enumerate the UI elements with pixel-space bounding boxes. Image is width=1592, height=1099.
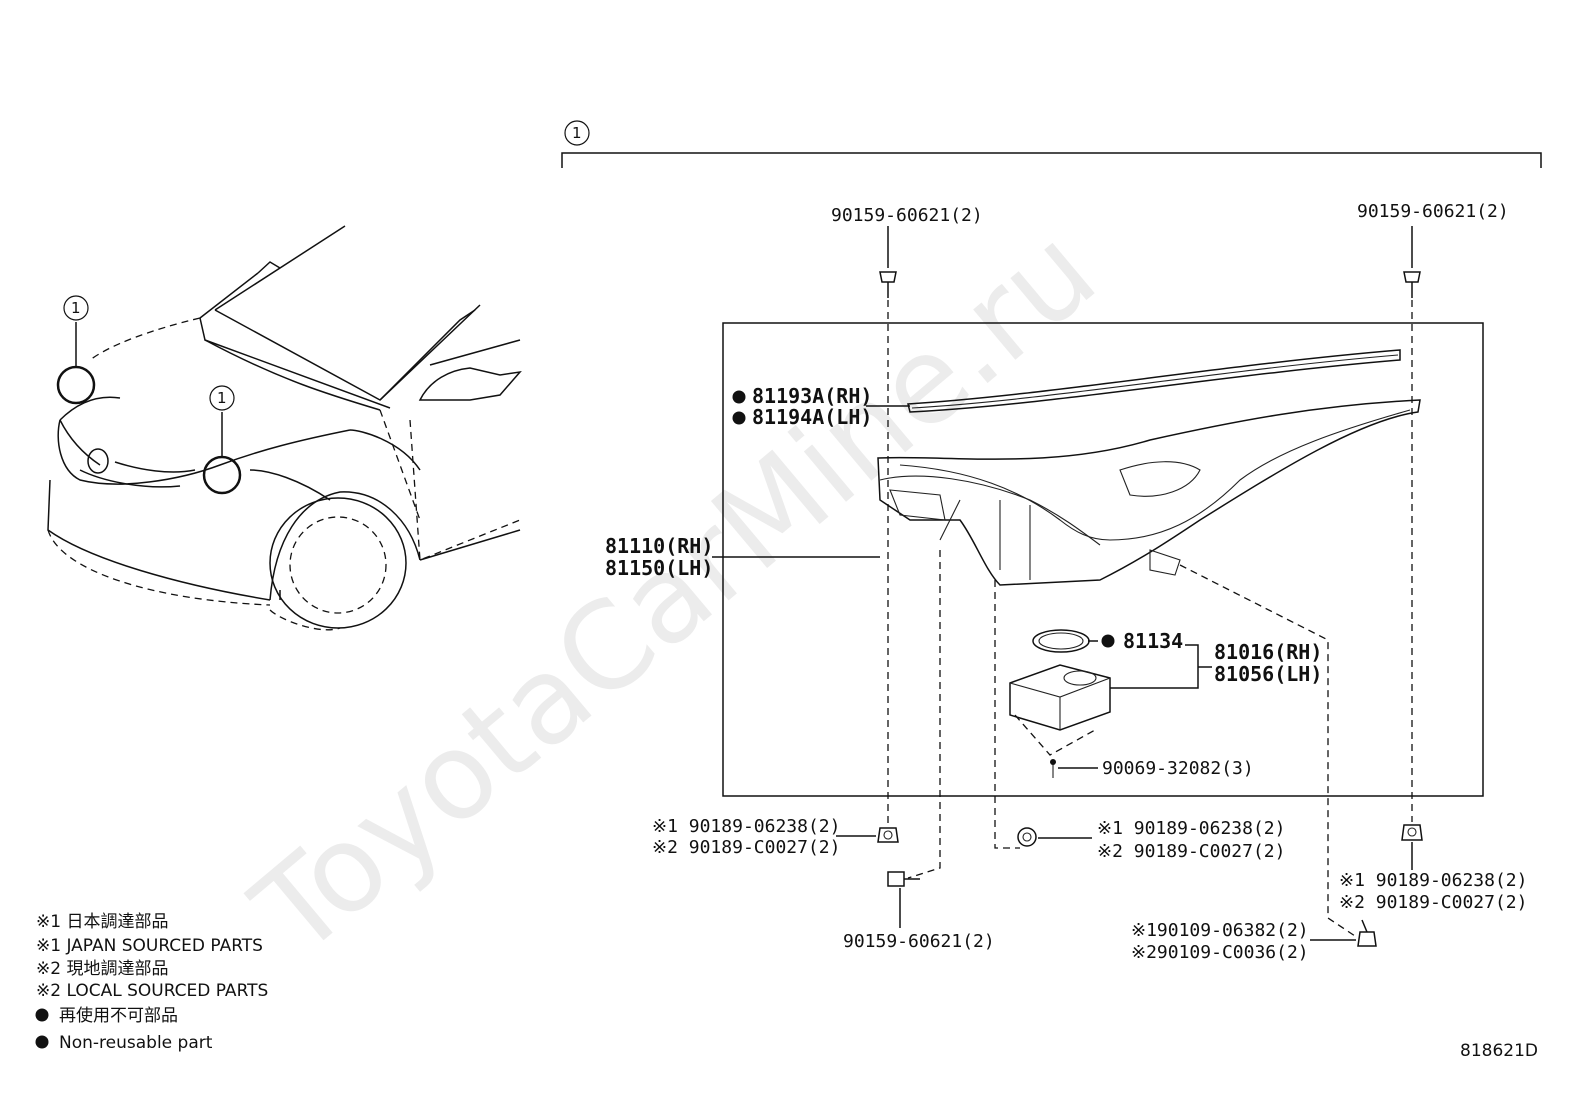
label-nut-right-2: ※2 90189-C0027(2) xyxy=(1339,892,1527,913)
label-bolt-bottom: 90159-60621(2) xyxy=(843,931,995,952)
headlamp-location-marker-lh xyxy=(202,455,242,495)
watermark: ToyotaCarMine.ru xyxy=(229,202,1122,983)
non-reusable-dot-seal-lh xyxy=(732,411,746,425)
legend-line-4: ※2 LOCAL SOURCED PARTS xyxy=(36,981,268,1001)
legend-line-5: 再使用不可部品 xyxy=(59,1005,178,1026)
label-headlamp-rh: 81110(RH) xyxy=(605,534,713,558)
legend-line-1: ※1 日本調達部品 xyxy=(36,912,168,932)
ref-circle-1b xyxy=(209,385,235,411)
label-retainer-top-right: 90159-60621(2) xyxy=(1357,201,1509,222)
bolt-icon-top-left xyxy=(879,271,897,298)
leader-lines xyxy=(712,226,1413,941)
legend-dot-1 xyxy=(35,1008,49,1022)
legend-dot-2 xyxy=(35,1035,49,1049)
legend-line-6: Non-reusable part xyxy=(59,1033,213,1053)
label-retainer-top-left: 90159-60621(2) xyxy=(831,205,983,226)
label-nut-mid-2: ※2 90189-C0027(2) xyxy=(1097,841,1285,862)
headlamp-unit-drawing xyxy=(877,349,1421,586)
car-outline-illustration: 1 1 xyxy=(47,225,522,631)
ref-circle-1a xyxy=(63,295,89,321)
legend-line-2: ※1 JAPAN SOURCED PARTS xyxy=(36,936,263,956)
non-reusable-dot-gasket xyxy=(1101,634,1115,648)
nut-icon-right xyxy=(1401,824,1423,841)
legend-line-3: ※2 現地調達部品 xyxy=(36,959,168,979)
ref-number-1a: 1 xyxy=(71,299,81,317)
label-nut-left-2: ※2 90189-C0027(2) xyxy=(652,837,840,858)
label-gasket: 81134 xyxy=(1123,629,1183,653)
label-bolt-right-1: ※190109-06382(2) xyxy=(1131,920,1309,941)
assembly-bracket: 1 xyxy=(561,120,1542,168)
nut-icon-left xyxy=(877,827,899,843)
nut-icon-mid xyxy=(1017,827,1037,847)
label-computer-rh: 81016(RH) xyxy=(1214,640,1322,664)
bolt-icon-bottom-right xyxy=(1357,919,1377,947)
ballast-computer-drawing xyxy=(1009,629,1111,778)
bolt-icon-bottom xyxy=(887,871,920,887)
diagram-id: 818621D xyxy=(1460,1041,1538,1061)
fastener-icons xyxy=(877,271,1423,947)
label-bolt-right-2: ※290109-C0036(2) xyxy=(1131,942,1309,963)
label-nut-mid-1: ※1 90189-06238(2) xyxy=(1097,818,1285,839)
label-headlamp-lh: 81150(LH) xyxy=(605,556,713,580)
label-screw: 90069-32082(3) xyxy=(1102,758,1254,779)
label-seal-rh: 81193A(RH) xyxy=(752,384,872,408)
ref-number-1b: 1 xyxy=(217,389,227,407)
legend: ※1 日本調達部品 ※1 JAPAN SOURCED PARTS ※2 現地調達… xyxy=(35,912,268,1053)
label-nut-left-1: ※1 90189-06238(2) xyxy=(652,816,840,837)
non-reusable-dot-seal-rh xyxy=(732,390,746,404)
ref-number-main: 1 xyxy=(572,124,582,142)
headlamp-assembly-box xyxy=(722,322,1484,797)
label-computer-lh: 81056(LH) xyxy=(1214,662,1322,686)
bolt-icon-top-right xyxy=(1403,271,1421,298)
headlamp-location-marker-rh xyxy=(56,365,96,405)
label-seal-lh: 81194A(LH) xyxy=(752,405,872,429)
label-nut-right-1: ※1 90189-06238(2) xyxy=(1339,870,1527,891)
